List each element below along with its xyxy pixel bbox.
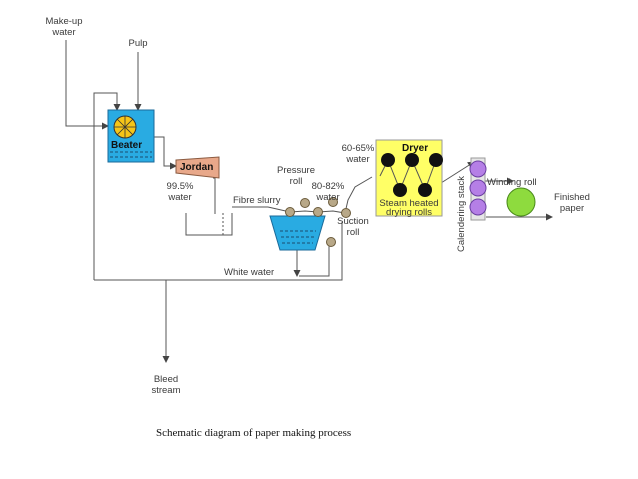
winding-roll — [506, 187, 536, 217]
bleed-stream-label-2: stream — [151, 385, 180, 396]
calender-roll-3 — [469, 198, 487, 216]
finished-paper-label-1: Finished — [554, 192, 590, 203]
makeup-water-label-2: water — [51, 27, 75, 38]
water-995-label-2: water — [167, 192, 191, 203]
pressure-roll — [300, 198, 310, 208]
jordan-outlet-line — [213, 177, 216, 214]
drying-roll-3 — [429, 153, 443, 167]
fibre-slurry-label: Fibre slurry — [233, 195, 281, 206]
diagram-caption: Schematic diagram of paper making proces… — [156, 427, 351, 439]
pressure-roll-label-2: roll — [290, 176, 303, 187]
calendering-stack-label: Calendering stack — [456, 176, 467, 252]
drying-roll-1 — [381, 153, 395, 167]
dryer-label: Dryer — [402, 143, 428, 154]
jordan-label: Jordan — [180, 162, 213, 173]
steam-heated-label-1: Steam heated — [379, 198, 438, 209]
wire-tank — [269, 215, 326, 251]
beater-wheel-spokes — [114, 116, 136, 138]
suction-drain-line — [299, 246, 330, 277]
beater-unit — [107, 109, 155, 163]
calender-stack — [469, 157, 487, 221]
dryer-unit — [375, 139, 443, 217]
beater-to-jordan-line — [154, 136, 177, 170]
wire-roll — [285, 207, 295, 217]
recycle-top-line — [93, 92, 121, 280]
water-6065-label-1: 60-65% — [342, 143, 375, 154]
labels: Make-up water Pulp Beater Jordan 99.5% w… — [46, 16, 590, 439]
press-roll-upper — [328, 197, 338, 207]
suction-roll — [326, 237, 336, 247]
calender-roll-1 — [469, 160, 487, 178]
water-8082-label-2: water — [315, 192, 339, 203]
slurry-trough — [185, 213, 233, 236]
makeup-water-label-1: Make-up — [46, 16, 83, 27]
suction-roll-label-1: Suction — [337, 216, 369, 227]
calender-roll-2 — [469, 179, 487, 197]
press-roll-lower — [313, 207, 323, 217]
pulp-label: Pulp — [128, 38, 147, 49]
drying-rolls — [381, 153, 443, 197]
bleed-stream-label-1: Bleed — [154, 374, 178, 385]
white-water-label: White water — [224, 267, 274, 278]
beater-label: Beater — [111, 140, 142, 151]
winding-roll-label: Winding roll — [487, 177, 537, 188]
sheet-path — [267, 176, 373, 214]
finished-paper-label-2: paper — [560, 203, 584, 214]
drying-roll-2 — [405, 153, 419, 167]
water-995-label-1: 99.5% — [167, 181, 194, 192]
dryer-box — [375, 139, 443, 217]
guide-roll — [341, 208, 351, 218]
drying-roll-5 — [418, 183, 432, 197]
tank-body — [269, 215, 326, 251]
dryer-to-calender-line — [440, 161, 475, 184]
drying-roll-4 — [393, 183, 407, 197]
steam-heated-label-2: drying rolls — [386, 207, 432, 218]
water-6065-label-2: water — [345, 154, 369, 165]
water-8082-label-1: 80-82% — [312, 181, 345, 192]
suction-roll-label-2: roll — [347, 227, 360, 238]
pressure-roll-label-1: Pressure — [277, 165, 315, 176]
jordan-refiner — [175, 156, 220, 179]
white-water-line — [94, 222, 343, 281]
makeup-water-line — [65, 40, 109, 130]
machine-rolls — [285, 197, 351, 247]
flow-lines — [65, 40, 553, 363]
